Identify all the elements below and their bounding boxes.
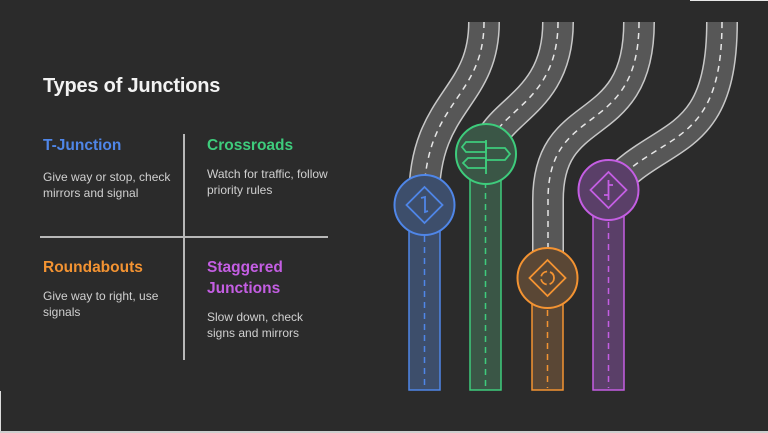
junction-title: Crossroads bbox=[207, 137, 294, 154]
grid-divider-horizontal bbox=[40, 236, 328, 238]
frame-edge-left bbox=[0, 391, 1, 433]
junction-description: Give way or stop, check mirrors and sign… bbox=[43, 170, 171, 200]
junction-title: Staggered Junctions bbox=[207, 259, 283, 297]
roundabout-sign-icon bbox=[516, 247, 579, 309]
road-green bbox=[469, 149, 502, 391]
junction-title: Roundabouts bbox=[43, 259, 143, 276]
junction-card-crossroads: Crossroads Watch for traffic, follow pri… bbox=[207, 135, 332, 198]
grid-divider-vertical bbox=[183, 134, 185, 360]
junction-card-roundabouts: Roundabouts Give way to right, use signa… bbox=[43, 257, 173, 320]
signpost-icon bbox=[455, 123, 517, 185]
junction-card-staggered: Staggered Junctions Slow down, check sig… bbox=[207, 257, 332, 341]
frame-edge-top bbox=[690, 0, 768, 1]
junction-description: Give way to right, use signals bbox=[43, 289, 159, 319]
junction-title: T-Junction bbox=[43, 137, 122, 154]
road-gray-1 bbox=[408, 21, 500, 201]
junction-description: Slow down, check signs and mirrors bbox=[207, 310, 304, 340]
road-gray-3 bbox=[532, 21, 655, 270]
road-purple bbox=[592, 189, 625, 391]
t-junction-sign-icon bbox=[393, 174, 456, 236]
frame-edge-bottom bbox=[0, 431, 768, 433]
junction-description: Watch for traffic, follow priority rules bbox=[207, 167, 328, 197]
page-title: Types of Junctions bbox=[43, 75, 221, 97]
staggered-junction-sign-icon bbox=[577, 159, 640, 221]
junction-card-t-junction: T-Junction Give way or stop, check mirro… bbox=[43, 135, 173, 201]
